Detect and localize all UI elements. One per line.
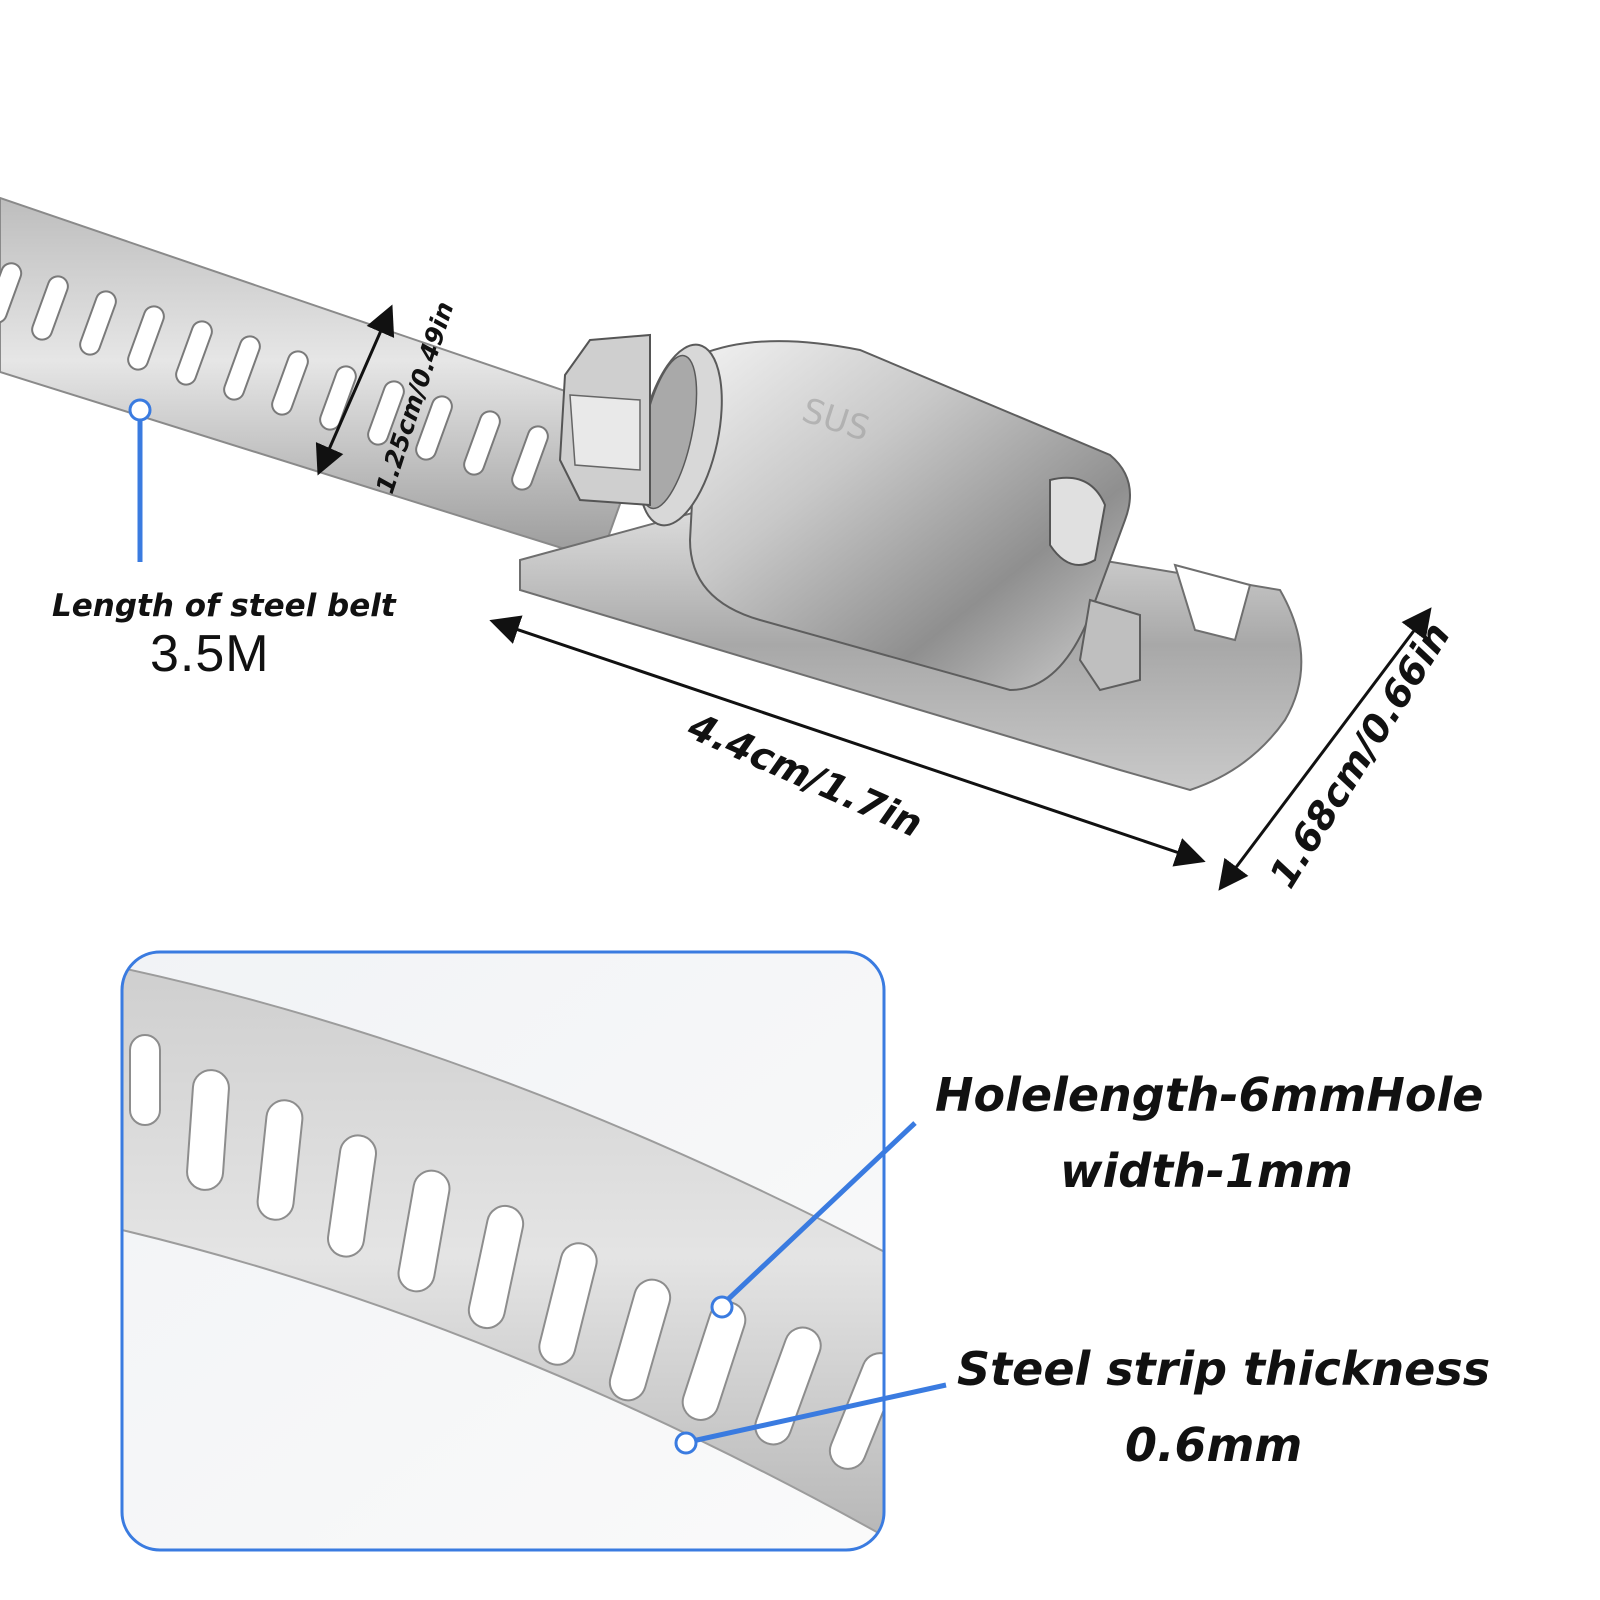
hole-spec-line1: Holelength-6mmHole bbox=[935, 1068, 1484, 1122]
zoom-detail-frame bbox=[120, 950, 886, 1552]
band-width-arrow bbox=[315, 304, 395, 476]
belt-length-value: 3.5M bbox=[150, 625, 270, 683]
strip-thickness-callout bbox=[674, 1382, 947, 1455]
strip-thickness-line1: Steel strip thickness bbox=[957, 1342, 1491, 1396]
strip-thickness-line2: 0.6mm bbox=[1125, 1418, 1303, 1472]
belt-length-callout bbox=[128, 398, 152, 562]
buckle-width-arrow bbox=[1218, 607, 1432, 891]
steel-band bbox=[0, 196, 652, 562]
buckle-length-arrow bbox=[489, 615, 1206, 867]
belt-length-title: Length of steel belt bbox=[52, 588, 396, 624]
hole-spec-line2: width-1mm bbox=[1060, 1144, 1353, 1198]
hole-size-callout bbox=[710, 1121, 917, 1319]
clamp-buckle: SUS bbox=[519, 333, 1303, 792]
